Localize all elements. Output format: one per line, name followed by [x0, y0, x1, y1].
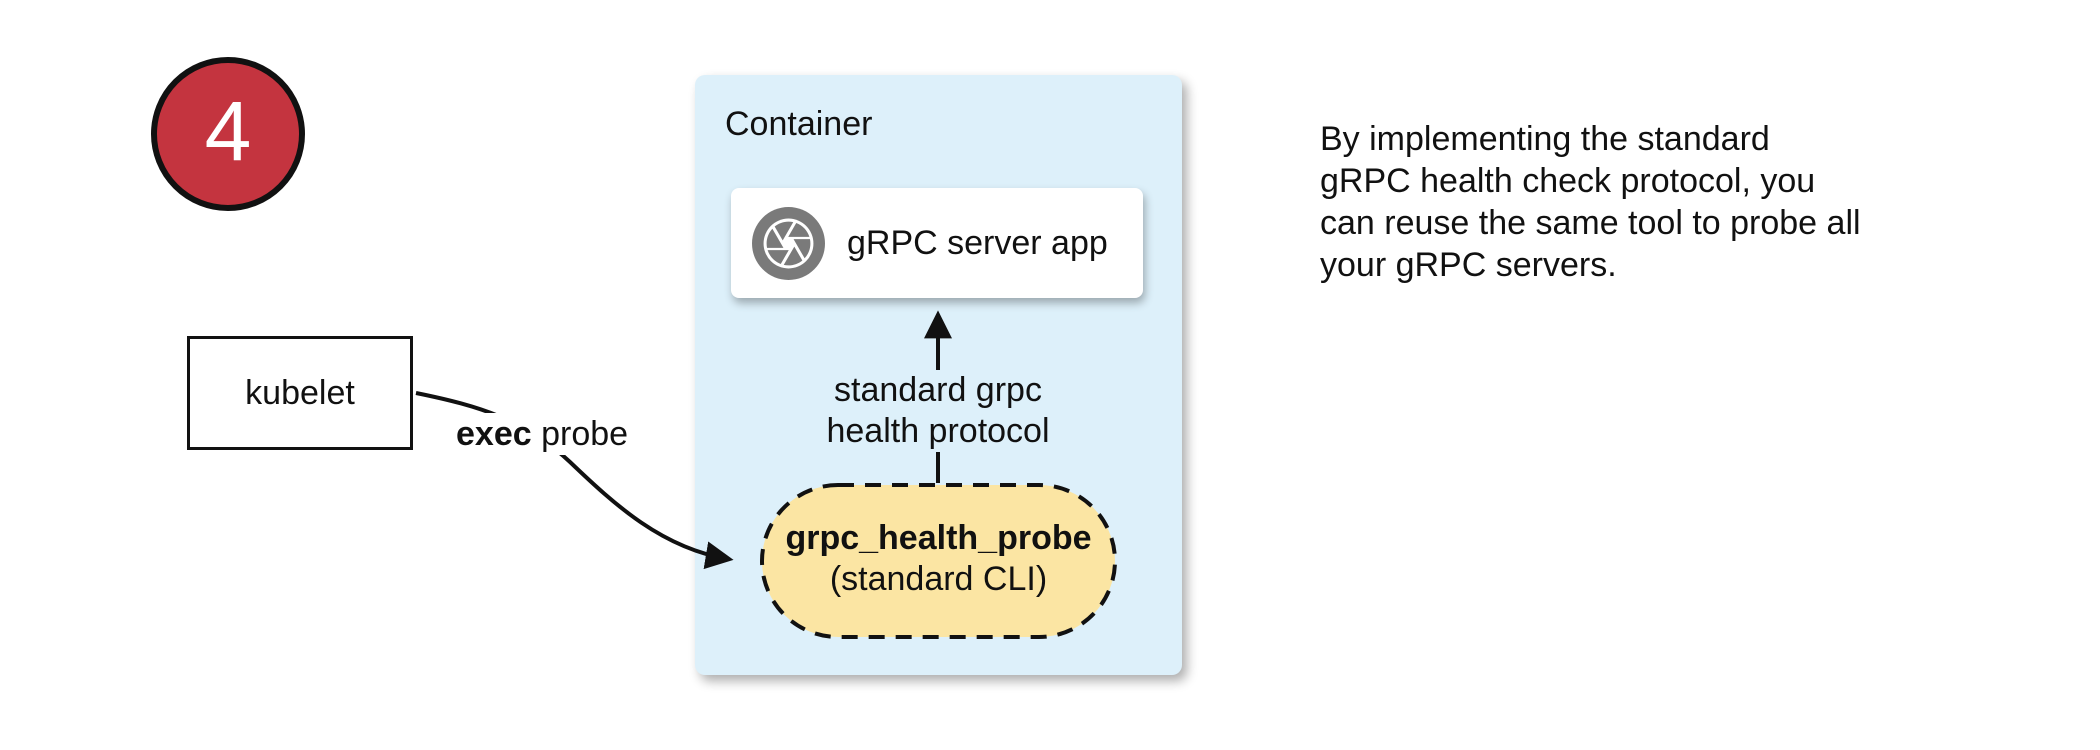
note-line: can reuse the same tool to probe all: [1320, 204, 1861, 242]
grpc-server-box: gRPC server app: [731, 188, 1143, 298]
aperture-icon: [752, 206, 825, 280]
kubelet-box: kubelet: [187, 336, 413, 450]
note-line: gRPC health check protocol, you: [1320, 162, 1816, 200]
note-text: By implementing the standard gRPC health…: [1320, 118, 1861, 286]
health-protocol-label: standard grpc health protocol: [816, 370, 1060, 452]
kubelet-label: kubelet: [245, 373, 355, 412]
step-number: 4: [204, 84, 252, 178]
probe-pill-label: grpc_health_probe (standard CLI): [762, 485, 1115, 637]
exec-probe-label: exec probe: [446, 413, 639, 455]
step-badge: 4: [151, 57, 305, 211]
note-line: your gRPC servers.: [1320, 246, 1617, 284]
probe-pill-title: grpc_health_probe: [785, 519, 1092, 557]
container-title: Container: [725, 105, 873, 143]
probe-pill-subtitle: (standard CLI): [829, 560, 1048, 598]
exec-probe-label-rest: probe: [531, 415, 629, 453]
health-protocol-label-line2: health protocol: [826, 412, 1050, 450]
grpc-server-label: gRPC server app: [847, 223, 1108, 262]
note-line: By implementing the standard: [1320, 120, 1770, 158]
exec-probe-label-bold: exec: [456, 415, 532, 453]
health-protocol-label-line1: standard grpc: [834, 371, 1042, 409]
